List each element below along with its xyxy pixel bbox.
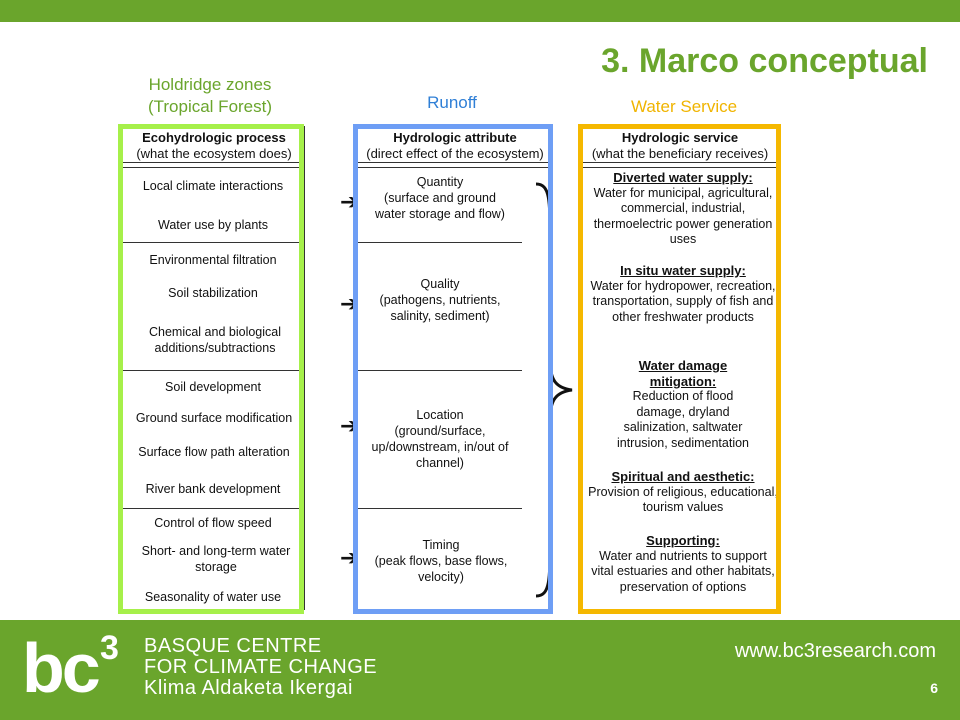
water-service-frame (578, 124, 781, 614)
divider (356, 162, 552, 163)
process-item: Water use by plants (157, 218, 268, 232)
service-heading: Diverted water supply: (613, 170, 753, 185)
page-number: 6 (930, 680, 938, 696)
divider (356, 242, 522, 243)
slide-title: 3. Marco conceptual (601, 42, 928, 80)
divider (122, 167, 304, 168)
service-detail: Water for hydropower, recreation, transp… (590, 278, 776, 324)
attribute-header: Hydrologic attribute (direct effect of t… (358, 130, 552, 162)
attribute-detail: (ground/surface, up/downstream, in/out o… (371, 424, 509, 470)
attribute-detail: (surface and ground water storage and fl… (375, 191, 505, 221)
service-spiritual-aesthetic: Spiritual and aesthetic: Provision of re… (588, 469, 778, 516)
process-item: Surface flow path alteration (138, 445, 290, 459)
attribute-quantity: Quantity (surface and ground water stora… (368, 174, 512, 222)
process-item: Ground surface modification (135, 411, 293, 425)
attribute-title: Quantity (416, 175, 464, 189)
service-diverted-supply: Diverted water supply: Water for municip… (588, 170, 778, 248)
attribute-header-title: Hydrologic attribute (393, 130, 517, 145)
process-item: Environmental filtration (149, 253, 277, 267)
process-header: Ecohydrologic process (what the ecosyste… (124, 130, 304, 162)
service-header-title: Hydrologic service (621, 130, 739, 145)
service-detail: Provision of religious, educational, tou… (588, 484, 778, 515)
process-item: Soil development (165, 380, 261, 394)
divider (304, 126, 305, 610)
service-heading: In situ water supply: (620, 263, 746, 278)
divider (580, 167, 778, 168)
service-detail: Water for municipal, agricultural, comme… (593, 185, 773, 247)
org-line2: FOR CLIMATE CHANGE (144, 656, 378, 678)
attribute-title: Location (416, 408, 464, 422)
process-item: River bank development (145, 482, 281, 496)
service-in-situ-supply: In situ water supply: Water for hydropow… (588, 263, 778, 325)
water-service-label: Water Service (630, 97, 738, 116)
footer-bar (0, 620, 960, 720)
bc3-logo: bc (22, 629, 101, 707)
holdridge-label-line1: Holdridge zones (148, 75, 272, 94)
attribute-detail: (pathogens, nutrients, salinity, sedimen… (379, 293, 501, 323)
service-damage-mitigation: Water damage mitigation: Reduction of fl… (608, 358, 758, 451)
service-heading: Water damage mitigation: (638, 358, 728, 389)
process-header-title: Ecohydrologic process (142, 130, 286, 145)
process-item: Control of flow speed (154, 516, 272, 530)
service-heading: Supporting: (646, 533, 720, 548)
divider (122, 508, 304, 509)
service-header: Hydrologic service (what the beneficiary… (582, 130, 778, 162)
process-item: Soil stabilization (168, 286, 258, 300)
service-supporting: Supporting: Water and nutrients to suppo… (588, 533, 778, 595)
service-header-sub: (what the beneficiary receives) (591, 146, 769, 161)
org-line1: BASQUE CENTRE (144, 635, 322, 657)
attribute-header-sub: (direct effect of the ecosystem) (366, 146, 544, 161)
hydrology-table: Ecohydrologic process (what the ecosyste… (118, 124, 780, 614)
divider (356, 370, 522, 371)
attribute-title: Quality (420, 277, 460, 291)
divider (122, 242, 304, 243)
attribute-detail: (peak flows, base flows, velocity) (374, 554, 508, 584)
divider (580, 162, 778, 163)
holdridge-frame (118, 124, 304, 614)
website-link[interactable]: www.bc3research.com (734, 640, 936, 662)
top-accent-bar (0, 0, 960, 22)
service-detail: Water and nutrients to support vital est… (591, 548, 775, 594)
attribute-quality: Quality (pathogens, nutrients, salinity,… (368, 276, 512, 324)
runoff-label: Runoff (427, 93, 477, 112)
process-item: Seasonality of water use (144, 590, 282, 604)
process-item: Local climate interactions (142, 179, 284, 193)
divider (122, 162, 304, 163)
service-detail: Reduction of flood damage, dryland salin… (616, 389, 750, 450)
org-line3: Klima Aldaketa Ikergai (144, 677, 353, 699)
bc3-logo-superscript: 3 (100, 629, 119, 667)
divider (356, 508, 522, 509)
process-item: Short- and long-term water storage (141, 544, 291, 574)
attribute-timing: Timing (peak flows, base flows, velocity… (374, 537, 508, 585)
divider (356, 167, 552, 168)
holdridge-label-line2: (Tropical Forest) (147, 97, 273, 116)
service-heading: Spiritual and aesthetic: (611, 469, 755, 484)
attribute-location: Location (ground/surface, up/downstream,… (368, 407, 512, 471)
attribute-title: Timing (422, 538, 460, 552)
holdridge-label: Holdridge zones (Tropical Forest) (112, 74, 308, 118)
organization-name: BASQUE CENTRE FOR CLIMATE CHANGE Klima A… (144, 636, 377, 699)
process-item: Chemical and biological additions/subtra… (148, 325, 282, 355)
runoff-frame (353, 124, 553, 614)
process-header-sub: (what the ecosystem does) (136, 146, 292, 161)
divider (122, 370, 304, 371)
